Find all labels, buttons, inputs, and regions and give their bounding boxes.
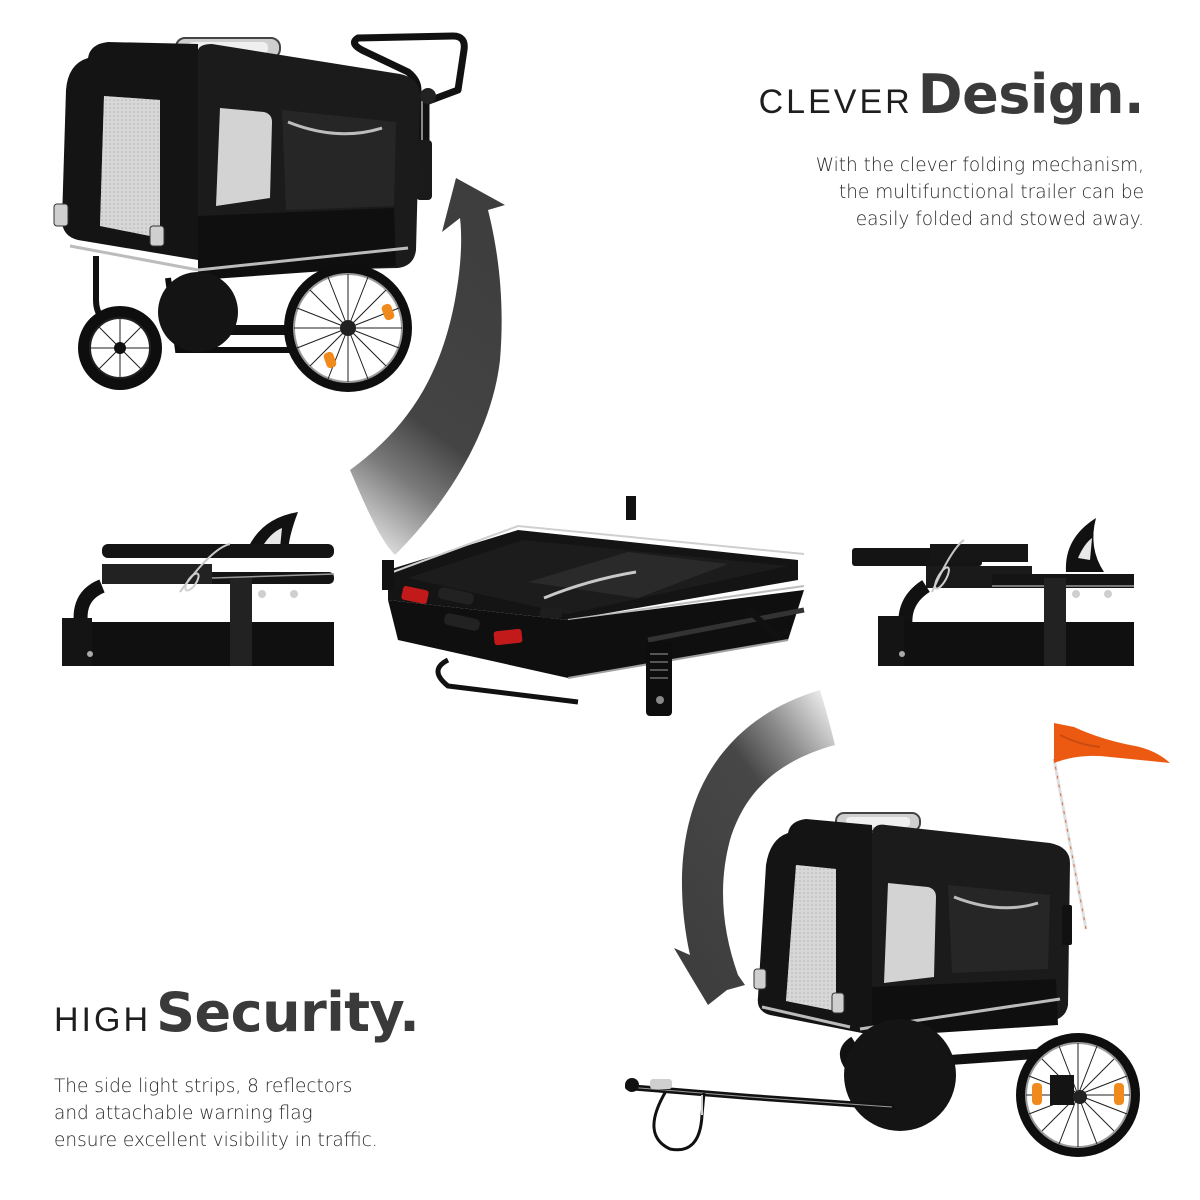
- folded-trailer-image: [381, 496, 805, 716]
- front-wheel: [78, 306, 162, 390]
- description-line: easily folded and stowed away.: [855, 209, 1144, 230]
- clever-design-description: With the clever folding mechanism, the m…: [724, 152, 1144, 233]
- rear-wheel: [284, 264, 412, 392]
- clever-design-heading: CLEVER Design.: [758, 68, 1145, 122]
- heading-bold-word: Security.: [156, 981, 420, 1044]
- curved-arrow-up-icon: [350, 178, 505, 555]
- trailer-bike-mode-image: [625, 723, 1170, 1157]
- heading-light-word: CLEVER: [758, 83, 913, 121]
- description-line: the multifunctional trailer can be: [838, 182, 1144, 203]
- orange-reflector: [1114, 1083, 1124, 1105]
- description-line: ensure excellent visibility in traffic.: [54, 1130, 378, 1151]
- orange-reflector: [1032, 1083, 1042, 1105]
- tow-bar: [625, 1078, 895, 1152]
- red-reflector: [401, 586, 429, 604]
- high-security-heading: HIGH Security.: [54, 986, 420, 1040]
- warning-flag: [1054, 723, 1170, 763]
- heading-bold-word: Design.: [917, 63, 1145, 126]
- high-security-description: The side light strips, 8 reflectors and …: [54, 1073, 474, 1154]
- description-line: and attachable warning flag: [54, 1103, 313, 1124]
- rear-wheel: [1016, 1033, 1140, 1157]
- red-reflector: [493, 628, 523, 646]
- description-line: The side light strips, 8 reflectors: [54, 1076, 353, 1097]
- curved-arrow-down-icon: [674, 690, 835, 1005]
- heading-light-word: HIGH: [54, 1001, 151, 1039]
- latch-detail-right-image: [852, 508, 1134, 666]
- trailer-stroller-mode-image: [53, 32, 468, 392]
- latch-detail-left-image: [62, 508, 334, 666]
- description-line: With the clever folding mechanism,: [815, 155, 1144, 176]
